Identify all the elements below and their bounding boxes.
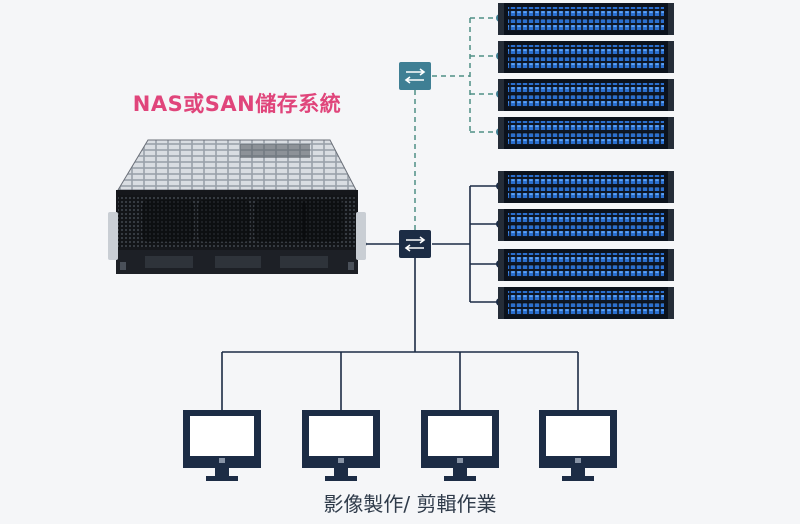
connector-dots bbox=[359, 14, 504, 306]
rack-server-icon bbox=[498, 3, 674, 35]
nas-storage-chassis-icon bbox=[108, 139, 366, 274]
bottom-server-stack bbox=[498, 171, 674, 319]
rack-server-icon bbox=[498, 117, 674, 149]
rack-server-icon bbox=[498, 41, 674, 73]
monitor-icon bbox=[539, 410, 617, 481]
rack-server-icon bbox=[498, 171, 674, 203]
rack-server-icon bbox=[498, 79, 674, 111]
main-network-switch bbox=[399, 230, 431, 258]
top-network-switch bbox=[399, 62, 431, 90]
monitor-icon bbox=[421, 410, 499, 481]
connection-lines bbox=[221, 17, 579, 412]
workstation-caption: 影像製作/ 剪輯作業 bbox=[323, 492, 497, 516]
rack-server-icon bbox=[498, 287, 674, 319]
monitor-icon bbox=[302, 410, 380, 481]
rack-server-icon bbox=[498, 209, 674, 241]
top-server-stack bbox=[498, 3, 674, 149]
monitor-icon bbox=[183, 410, 261, 481]
rack-server-icon bbox=[498, 249, 674, 281]
workstation-row bbox=[183, 410, 617, 481]
network-switch-icon bbox=[399, 62, 431, 90]
network-switch-icon bbox=[399, 230, 431, 258]
storage-system-title: NAS或SAN儲存系統 bbox=[132, 92, 342, 116]
